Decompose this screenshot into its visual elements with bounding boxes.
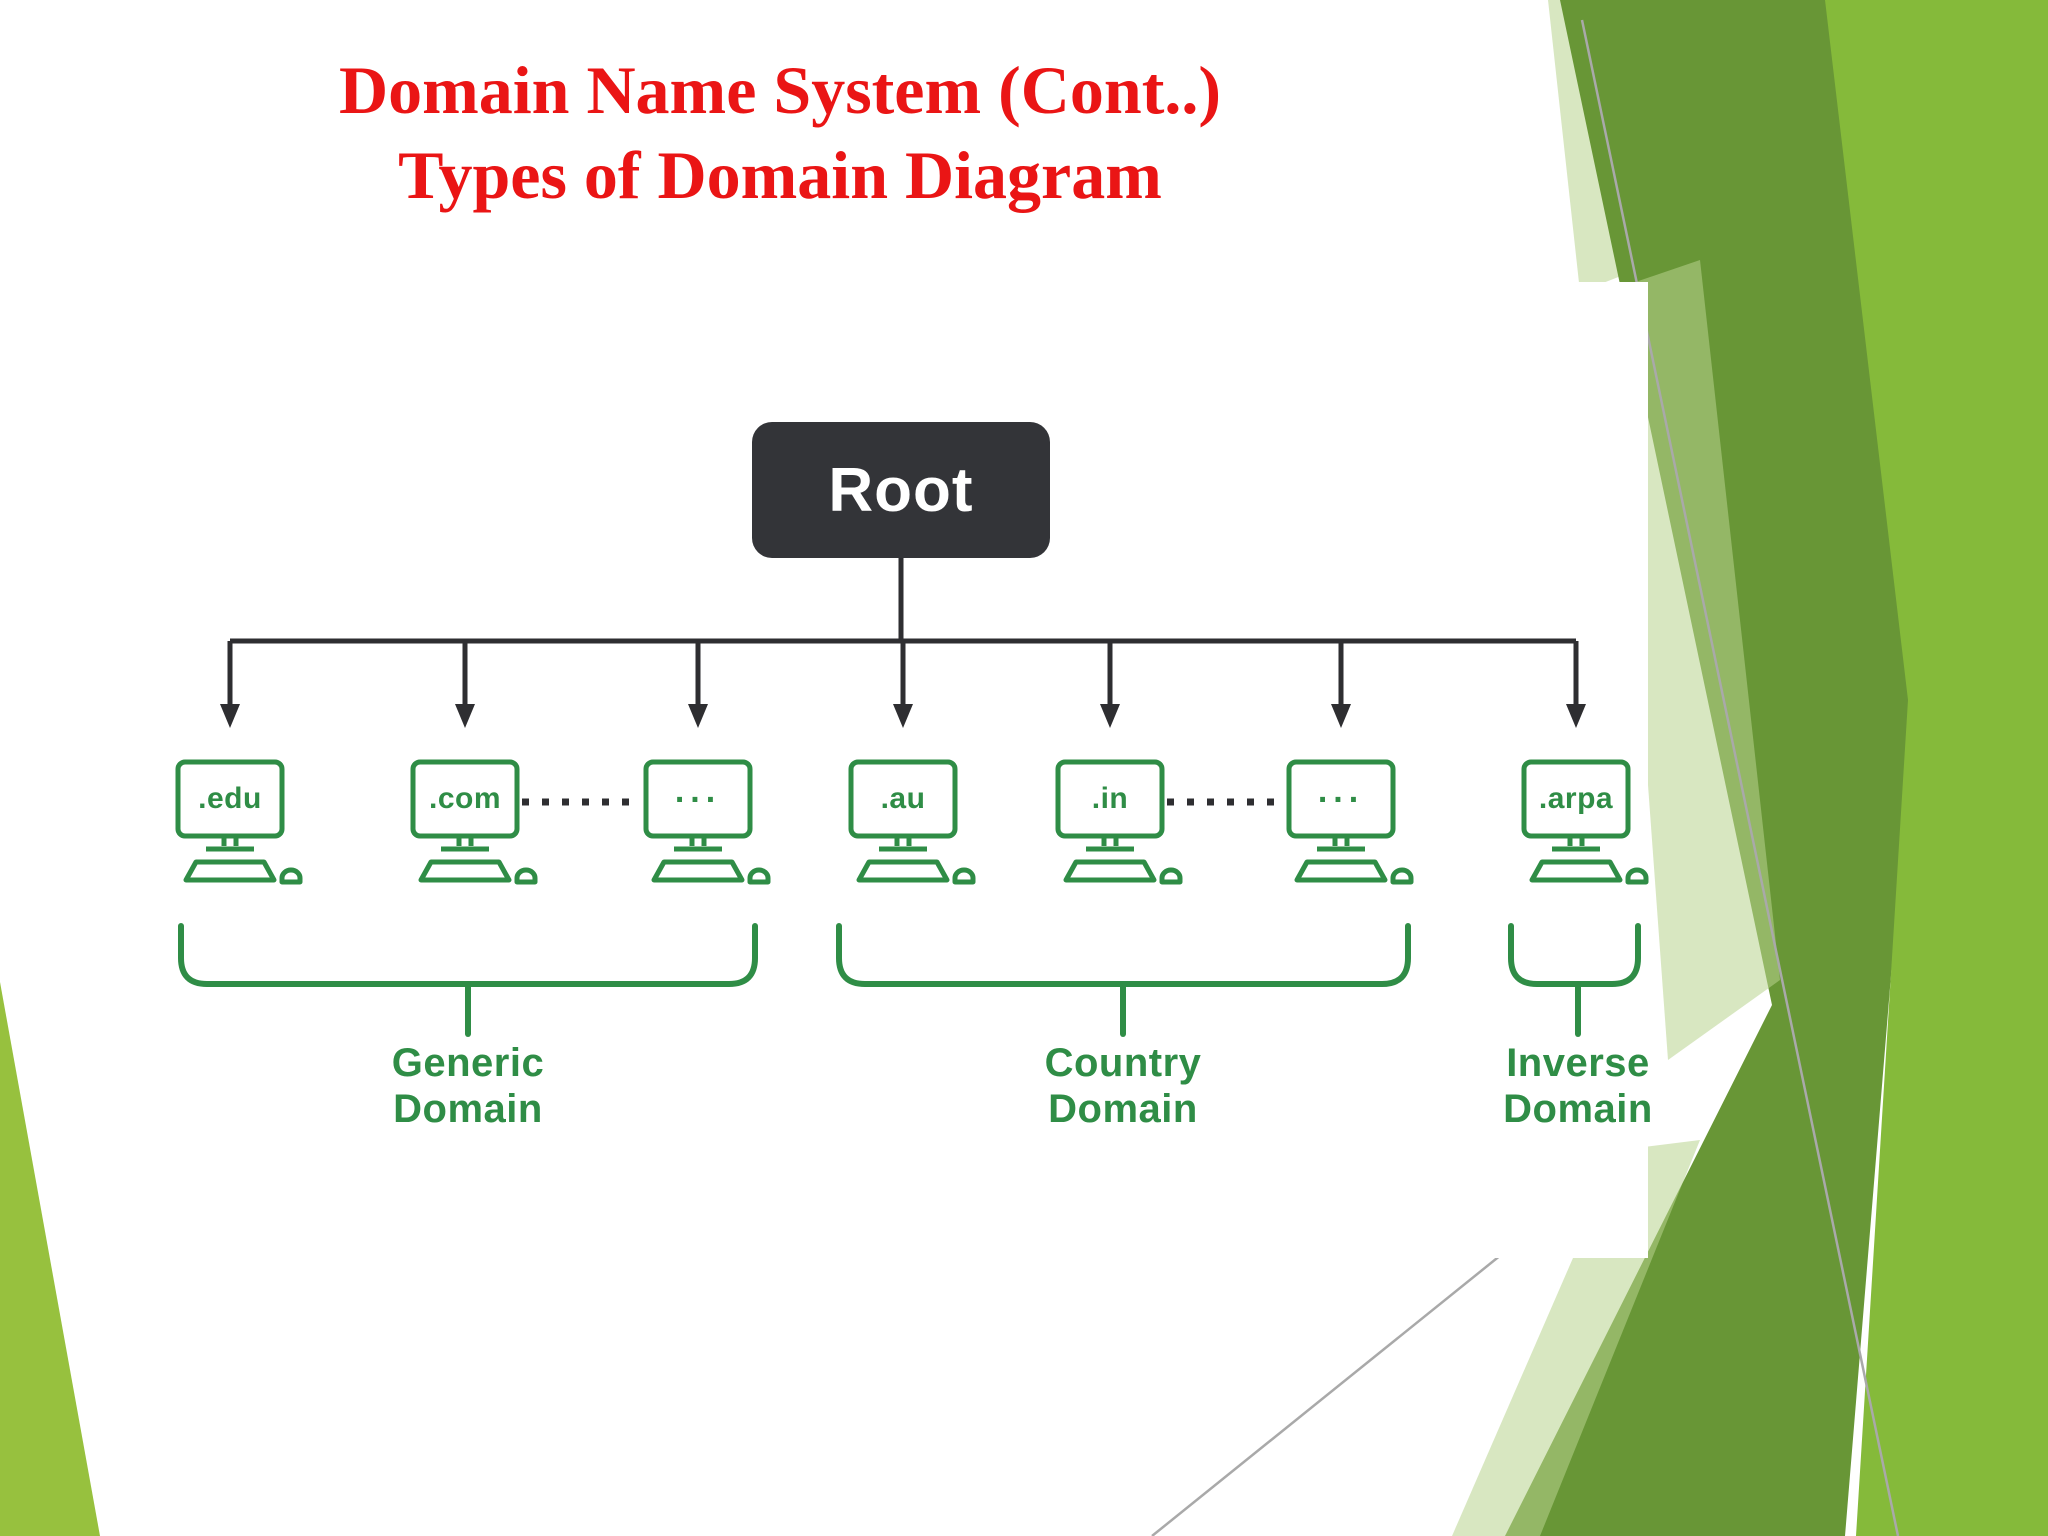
domain-node-label: .in	[1091, 782, 1129, 815]
root-node-label: Root	[828, 455, 974, 525]
bright-green-wedge-left	[0, 982, 100, 1536]
domain-node-arpa: .arpa	[1496, 756, 1656, 896]
domain-node-label: .au	[880, 782, 926, 815]
domain-node-label: ...	[1317, 771, 1365, 810]
slide-title: Domain Name System (Cont..) Types of Dom…	[80, 48, 1480, 218]
domain-node-label: .com	[428, 782, 502, 815]
domain-node-label: ...	[674, 771, 722, 810]
diagonal-accent-line-bottom	[1151, 1237, 1523, 1536]
computer-icon	[1521, 759, 1649, 885]
domain-node-ellipsis-generic: ...	[618, 756, 778, 896]
computer-icon	[643, 759, 771, 885]
group-label-inverse-domain: Inverse Domain	[1503, 1041, 1653, 1131]
domain-node-in: .in	[1030, 756, 1190, 896]
domain-node-label: .edu	[198, 782, 262, 815]
down-arrows	[220, 641, 1586, 728]
slide-title-line2: Types of Domain Diagram	[398, 137, 1162, 213]
computer-icon	[848, 759, 976, 885]
diagonal-accent-line-right	[1580, 19, 1900, 1536]
computer-icon	[175, 759, 303, 885]
domain-node-com: .com	[385, 756, 545, 896]
slide-title-line1: Domain Name System (Cont..)	[338, 52, 1221, 128]
computer-icon	[410, 759, 538, 885]
domain-node-au: .au	[823, 756, 983, 896]
computer-icon	[1286, 759, 1414, 885]
bright-green-wedge-right	[1825, 0, 2048, 1536]
computer-icon	[1055, 759, 1183, 885]
domain-node-label: .arpa	[1538, 782, 1614, 815]
root-node: Root	[752, 422, 1050, 558]
group-label-generic-domain: Generic Domain	[391, 1041, 545, 1131]
pale-green-shard-middle	[1612, 260, 1780, 1060]
group-label-country-domain: Country Domain	[1044, 1041, 1202, 1131]
domain-node-edu: .edu	[150, 756, 310, 896]
group-braces	[178, 923, 1641, 1037]
olive-green-wedge	[1505, 0, 1912, 1536]
domain-node-ellipsis-country: ...	[1261, 756, 1421, 896]
